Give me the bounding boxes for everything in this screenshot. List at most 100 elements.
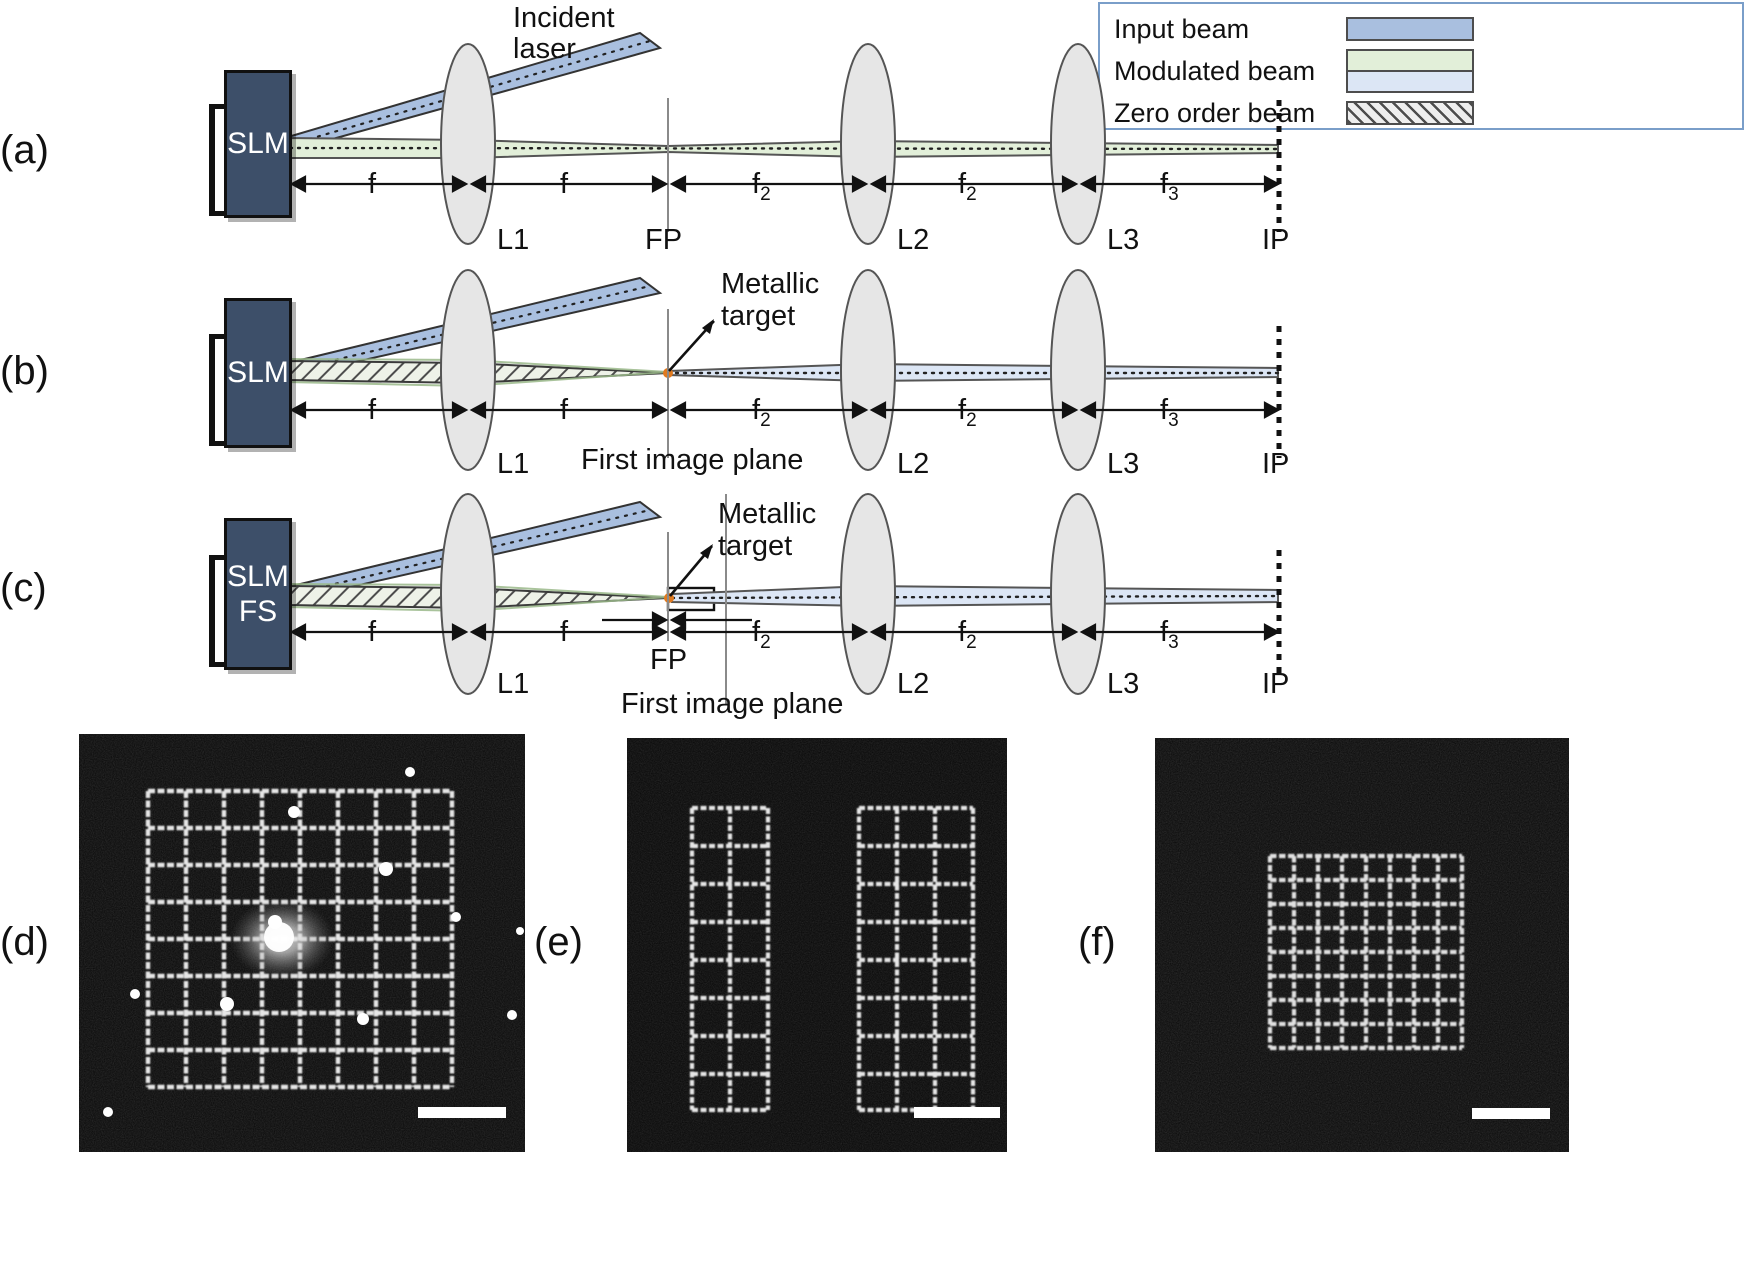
- micrograph-d: [79, 734, 525, 1152]
- legend-label-modulated-beam: Modulated beam: [1114, 55, 1316, 86]
- first-image-plane-label-b: First image plane: [581, 444, 804, 476]
- lens-L1-b: [440, 269, 496, 471]
- dim-label-a-4: f2: [958, 168, 977, 205]
- modulated-beam-swatch-blue: [1348, 72, 1472, 91]
- dim-label-a-1: f: [368, 168, 377, 200]
- panel-tag-c: (c): [0, 566, 47, 610]
- micrograph-f-content: [1155, 738, 1569, 1152]
- scale-bar-d: [418, 1107, 506, 1118]
- element-label-a-L3: L3: [1107, 224, 1140, 256]
- panel-a-optics: [286, 31, 1282, 245]
- panel-tag-a: (a): [0, 128, 49, 172]
- element-label-c-L2: L2: [897, 668, 930, 700]
- element-label-b-IP: IP: [1262, 448, 1290, 480]
- slm-label-b: SLM: [227, 356, 289, 390]
- element-label-a-FP: FP: [645, 224, 683, 256]
- element-label-c-IP: IP: [1262, 668, 1290, 700]
- lens-L2-c: [840, 493, 896, 695]
- modulated-beam-swatch-green: [1348, 51, 1472, 72]
- incident-laser-label-a-line2: laser: [513, 33, 576, 65]
- legend-box: Input beam Modulated beam Zero order bea…: [1098, 2, 1744, 130]
- scale-bar-e: [914, 1107, 1000, 1118]
- panel-tag-d: (d): [0, 920, 49, 964]
- first-image-plane-label-c: First image plane: [621, 688, 844, 720]
- lens-L2-a: [840, 43, 896, 245]
- slm-c: SLM FS: [224, 518, 292, 670]
- dim-label-c-2: f: [560, 616, 569, 648]
- element-label-a-IP: IP: [1262, 224, 1290, 256]
- dim-label-c-3: f2: [752, 616, 771, 653]
- grid-lines-e-left: [689, 805, 771, 1113]
- dim-label-a-5: f3: [1160, 168, 1179, 205]
- slm-mount-bracket-a: [209, 104, 231, 216]
- dim-label-b-4: f2: [958, 394, 977, 431]
- element-label-c-FP: FP: [650, 644, 688, 676]
- dim-label-b-5: f3: [1160, 394, 1179, 431]
- element-label-c-L3: L3: [1107, 668, 1140, 700]
- dim-label-c-5: f3: [1160, 616, 1179, 653]
- zero-order-beam-swatch: [1346, 101, 1474, 125]
- slm-label-c-line1: SLM: [227, 559, 289, 593]
- legend-label-input-beam: Input beam: [1114, 13, 1250, 44]
- optical-axis-c: [670, 594, 1280, 600]
- panel-b-optics: [286, 269, 1282, 471]
- lens-L3-a: [1050, 43, 1106, 245]
- incident-laser-label-a-line1: Incident: [513, 2, 615, 34]
- lens-L1-a: [440, 43, 496, 245]
- element-label-b-L2: L2: [897, 448, 930, 480]
- slm-b: SLM: [224, 298, 292, 448]
- slm-label-a: SLM: [227, 127, 289, 161]
- micrograph-e: [627, 738, 1007, 1152]
- modulated-beam-swatch: [1346, 49, 1474, 93]
- slm-mount-bracket-c: [209, 555, 231, 667]
- metallic-target-label-b-line1: Metallic: [721, 268, 820, 300]
- debris-specks-d: [103, 767, 524, 1117]
- input-beam-axis-b: [290, 284, 652, 372]
- legend-label-zero-order-beam: Zero order beam: [1114, 97, 1316, 128]
- dim-label-c-4: f2: [958, 616, 977, 653]
- dim-label-a-2: f: [560, 168, 569, 200]
- legend-item-input-beam: Input beam: [1114, 12, 1728, 46]
- lens-L1-c: [440, 493, 496, 695]
- input-beam-swatch: [1346, 17, 1474, 41]
- lens-L3-c: [1050, 493, 1106, 695]
- metallic-target-label-c-line2: target: [718, 530, 793, 562]
- element-label-a-L1: L1: [497, 224, 530, 256]
- grid-lines-f: [1267, 853, 1465, 1051]
- legend-item-zero-order-beam: Zero order beam: [1114, 96, 1728, 130]
- dim-label-a-3: f2: [752, 168, 771, 205]
- slm-label-c-line2: FS: [238, 595, 278, 628]
- dimension-arrows-c: [289, 623, 1281, 641]
- element-label-b-L1: L1: [497, 448, 530, 480]
- element-label-b-L3: L3: [1107, 448, 1140, 480]
- panel-tag-f: (f): [1078, 920, 1116, 964]
- lens-L2-b: [840, 269, 896, 471]
- legend-item-modulated-beam: Modulated beam: [1114, 46, 1728, 96]
- panel-tag-b: (b): [0, 349, 49, 393]
- dim-label-b-1: f: [368, 394, 377, 426]
- panel-tag-e: (e): [534, 920, 583, 964]
- micrograph-e-content: [627, 738, 1007, 1152]
- input-beam-axis-c: [290, 508, 652, 596]
- element-label-c-L1: L1: [497, 668, 530, 700]
- metallic-target-label-b-line2: target: [721, 300, 796, 332]
- metallic-target-arrowhead-b: [702, 319, 714, 334]
- optical-axis-a: [288, 146, 1280, 151]
- dimension-arrows-a: [289, 175, 1281, 193]
- grid-lines-d: [145, 788, 455, 1090]
- micrograph-d-content: [79, 734, 525, 1152]
- input-beam-axis-a: [290, 39, 652, 146]
- dim-label-c-1: f: [368, 616, 377, 648]
- dimension-arrows-b: [289, 401, 1281, 419]
- slm-a: SLM: [224, 70, 292, 218]
- scale-bar-f: [1472, 1108, 1550, 1119]
- metallic-target-label-c-line1: Metallic: [718, 498, 817, 530]
- dim-label-b-2: f: [560, 394, 569, 426]
- lens-L3-b: [1050, 269, 1106, 471]
- micrograph-f: [1155, 738, 1569, 1152]
- slm-mount-bracket-b: [209, 334, 231, 446]
- element-label-a-L2: L2: [897, 224, 930, 256]
- small-dimension-arrows-c: [602, 611, 752, 629]
- metallic-target-arrowhead-c: [700, 544, 713, 559]
